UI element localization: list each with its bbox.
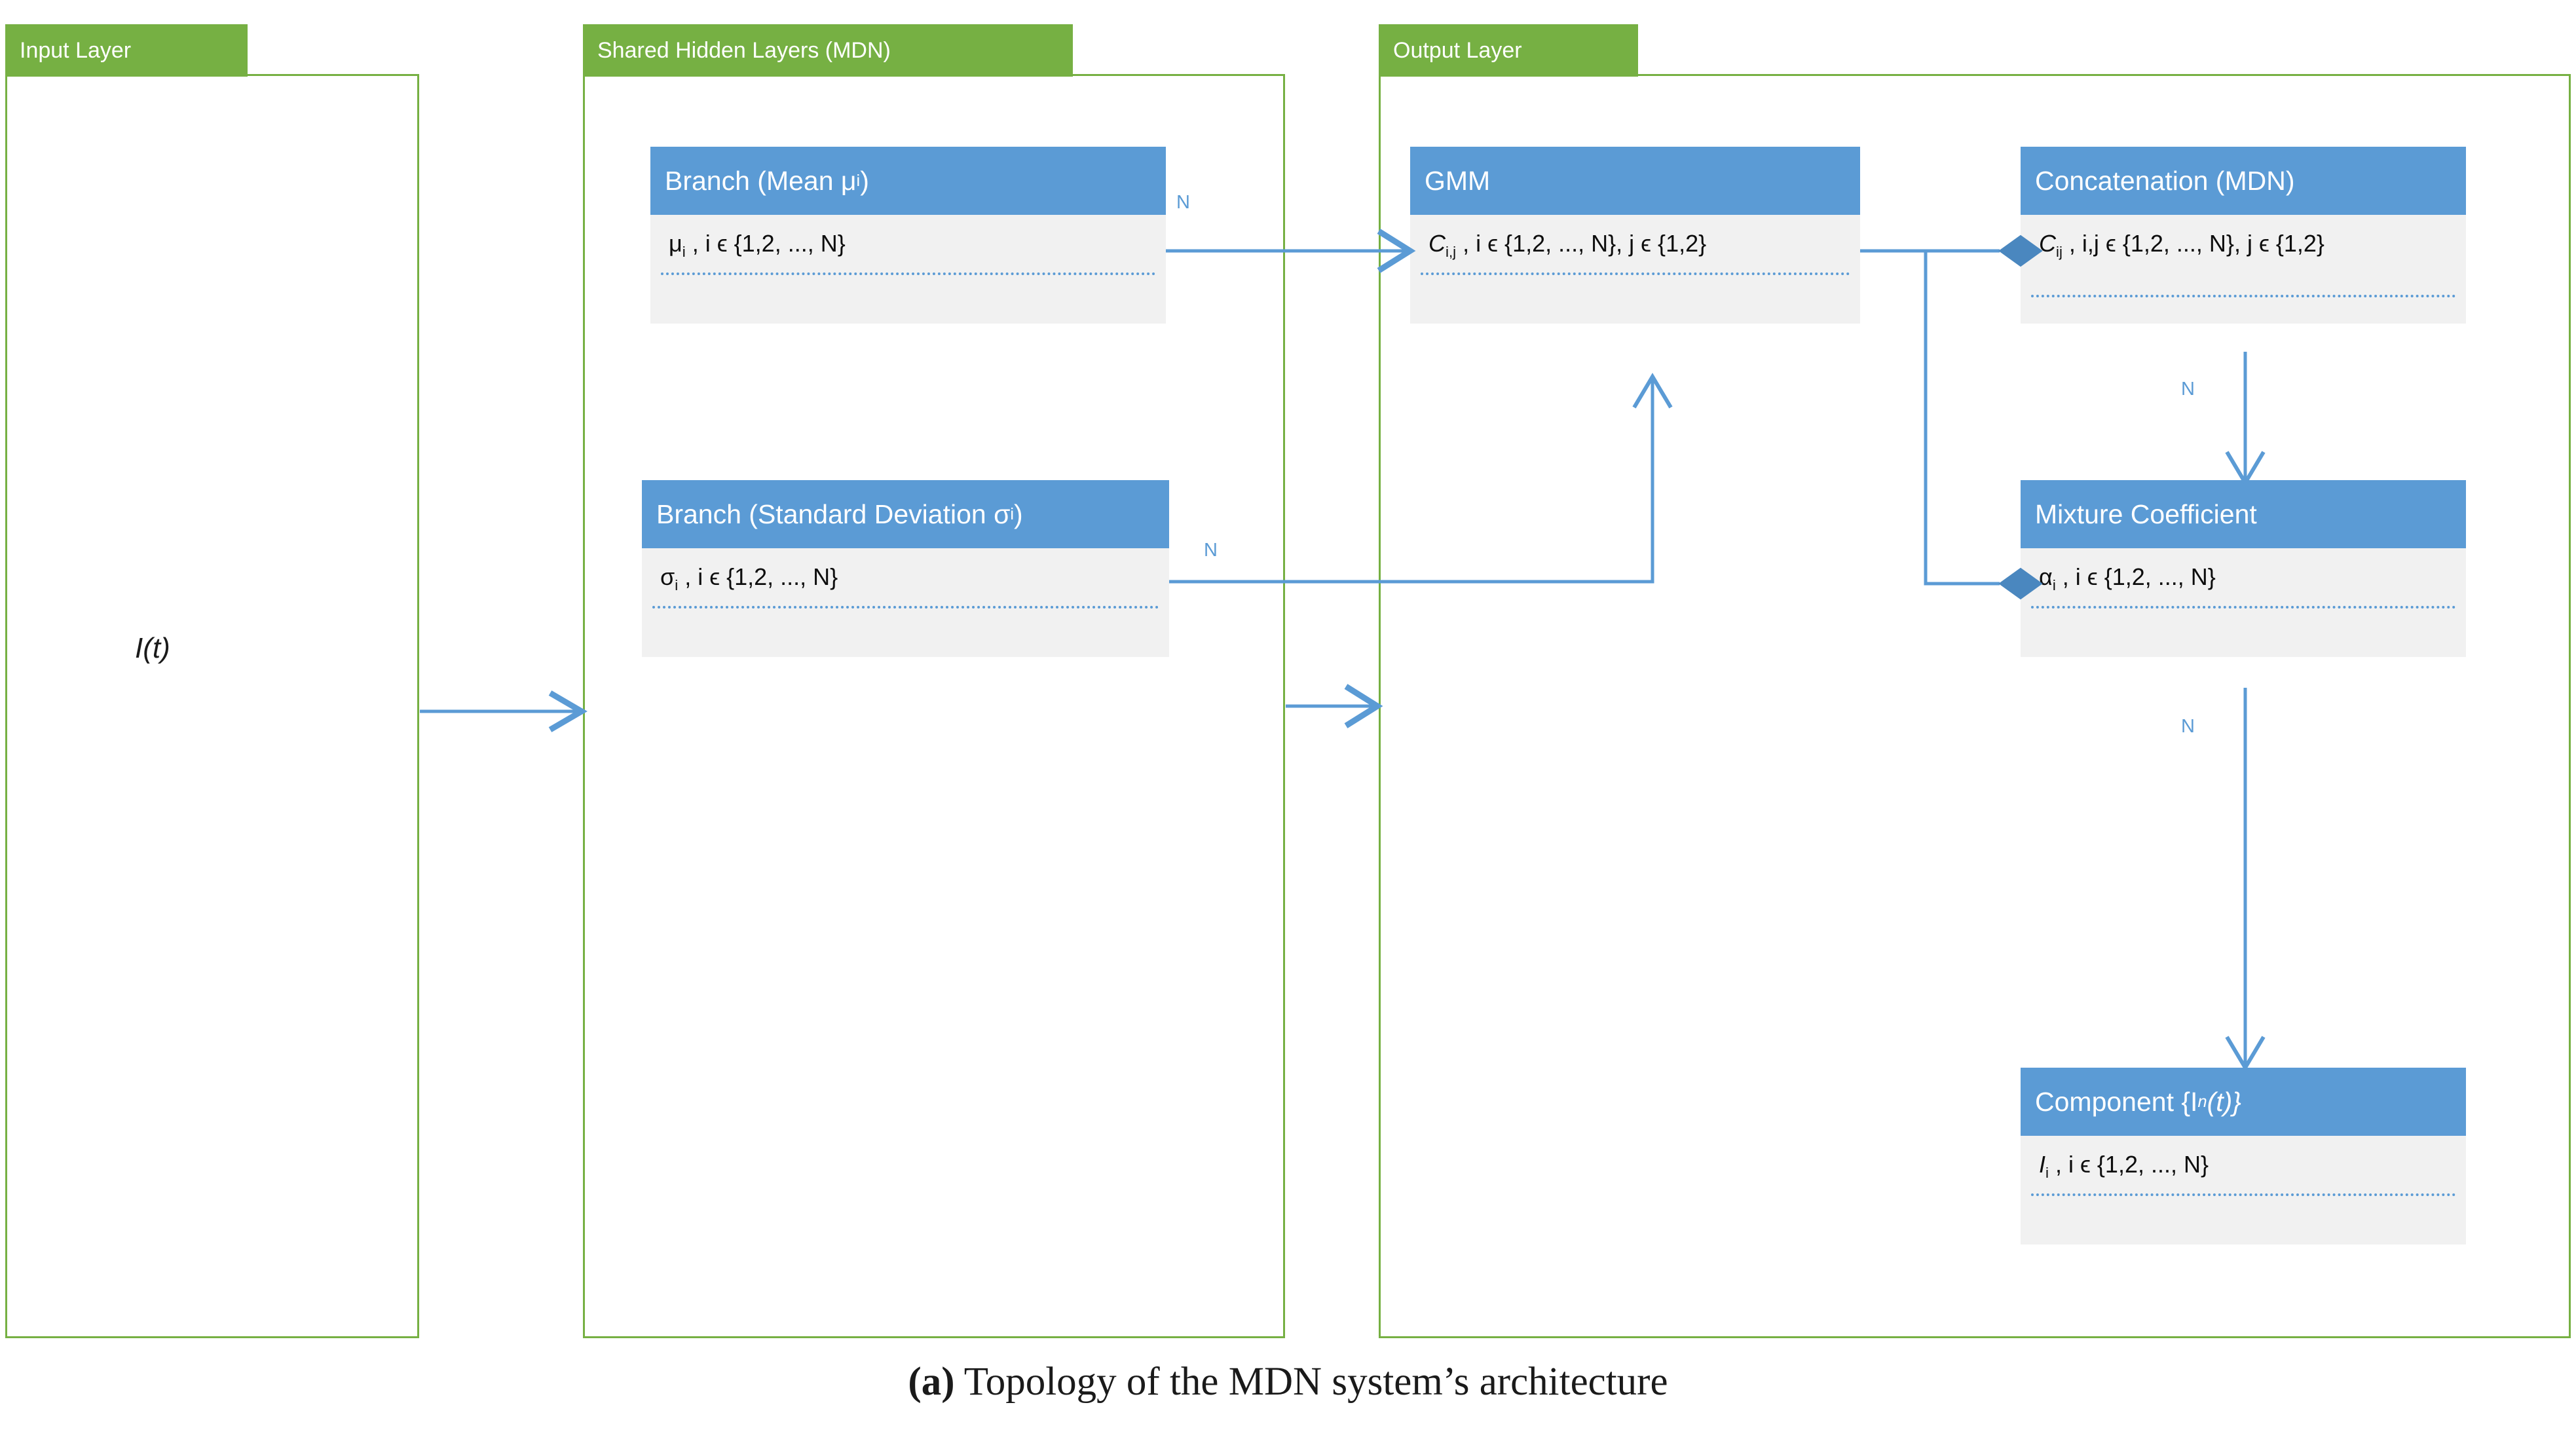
node-concatenation[interactable]: Concatenation (MDN) Cij , i,j ϵ {1,2, ..… (2021, 147, 2466, 324)
figure-caption-text: Topology of the MDN system’s architectur… (954, 1360, 1668, 1404)
node-branch-mean-body-post: , i ϵ {1,2, ..., N} (685, 230, 846, 257)
node-branch-std-title-pre: Branch (Standard Deviation σ (656, 498, 1011, 529)
node-concatenation-body-pre: C (2039, 230, 2056, 257)
figure-caption-label: (a) (908, 1360, 955, 1404)
node-component-body-post: , i ϵ {1,2, ..., N} (2048, 1151, 2209, 1178)
node-mixture-coefficient-header: Mixture Coefficient (2021, 480, 2466, 548)
node-component-divider (2031, 1193, 2455, 1196)
node-component-body: Ii , i ϵ {1,2, ..., N} (2021, 1136, 2466, 1245)
node-concatenation-body-sub: ij (2056, 244, 2063, 261)
node-mixture-coefficient-body-text: αi , i ϵ {1,2, ..., N} (2021, 548, 2466, 593)
node-branch-std-body-post: , i ϵ {1,2, ..., N} (678, 563, 838, 590)
node-gmm-body-post: , i ϵ {1,2, ..., N}, j ϵ {1,2} (1456, 230, 1707, 257)
node-component-title-post: (t)} (2207, 1086, 2241, 1117)
node-gmm-header: GMM (1410, 147, 1860, 215)
node-component-title-pre: Component {I (2035, 1086, 2198, 1117)
node-branch-std-body-sub: i (675, 577, 679, 594)
edge-label-std-to-gmm: N (1204, 540, 1218, 561)
node-gmm-divider (1421, 272, 1850, 275)
group-label-shared-hidden-layers: Shared Hidden Layers (MDN) (583, 24, 1073, 77)
group-input-layer (5, 74, 419, 1338)
arrowhead-shared-to-output (1344, 684, 1383, 728)
node-component-body-pre: I (2039, 1151, 2046, 1178)
node-gmm-body-sub: i,j (1446, 244, 1457, 261)
node-branch-std-title-post: ) (1014, 498, 1023, 529)
node-gmm[interactable]: GMM Ci,j , i ϵ {1,2, ..., N}, j ϵ {1,2} (1410, 147, 1860, 324)
input-signal-formula: I(t) (135, 632, 170, 664)
node-mixture-coefficient-body-pre: α (2039, 563, 2053, 590)
node-mixture-coefficient-body-post: , i ϵ {1,2, ..., N} (2055, 563, 2216, 590)
node-mixture-coefficient-divider (2031, 606, 2455, 609)
node-concatenation-body-text: Cij , i,j ϵ {1,2, ..., N}, j ϵ {1,2} (2021, 215, 2466, 259)
node-mixture-coefficient-title: Mixture Coefficient (2035, 498, 2257, 529)
node-concatenation-divider (2031, 295, 2455, 297)
node-gmm-body-pre: C (1428, 230, 1446, 257)
edge-label-mean-to-gmm: N (1176, 192, 1190, 213)
node-branch-std-body-pre: σ (660, 563, 675, 590)
node-branch-std-body-text: σi , i ϵ {1,2, ..., N} (642, 548, 1169, 593)
group-label-input-layer: Input Layer (5, 24, 248, 77)
node-gmm-title: GMM (1425, 165, 1491, 196)
node-branch-mean-body-pre: μ (669, 230, 682, 257)
group-label-output-layer: Output Layer (1379, 24, 1638, 77)
node-mixture-coefficient-body: αi , i ϵ {1,2, ..., N} (2021, 548, 2466, 657)
node-component-body-sub: i (2045, 1165, 2049, 1182)
edge-label-mixture-to-component: N (2181, 716, 2195, 737)
node-gmm-body-text: Ci,j , i ϵ {1,2, ..., N}, j ϵ {1,2} (1410, 215, 1860, 259)
node-branch-mean-body-text: μi , i ϵ {1,2, ..., N} (650, 215, 1166, 259)
node-concatenation-title: Concatenation (MDN) (2035, 165, 2295, 196)
node-branch-mean-body: μi , i ϵ {1,2, ..., N} (650, 215, 1166, 324)
node-branch-std-body: σi , i ϵ {1,2, ..., N} (642, 548, 1169, 657)
edge-label-concat-to-mixture: N (2181, 379, 2195, 400)
node-branch-mean-title-pre: Branch (Mean μ (665, 165, 857, 196)
node-concatenation-header: Concatenation (MDN) (2021, 147, 2466, 215)
node-branch-std-divider (652, 606, 1159, 609)
arrowhead-input-to-shared (548, 690, 588, 732)
node-branch-mean-body-sub: i (682, 244, 686, 261)
figure-caption: (a) Topology of the MDN system’s archite… (0, 1359, 2576, 1405)
node-mixture-coefficient-body-sub: i (2052, 577, 2056, 594)
node-branch-mean-title-post: ) (860, 165, 869, 196)
node-branch-mean-divider (661, 272, 1155, 275)
node-gmm-body: Ci,j , i ϵ {1,2, ..., N}, j ϵ {1,2} (1410, 215, 1860, 324)
node-concatenation-body-post: , i,j ϵ {1,2, ..., N}, j ϵ {1,2} (2062, 230, 2324, 257)
node-concatenation-body: Cij , i,j ϵ {1,2, ..., N}, j ϵ {1,2} (2021, 215, 2466, 324)
node-mixture-coefficient[interactable]: Mixture Coefficient αi , i ϵ {1,2, ..., … (2021, 480, 2466, 657)
node-component-body-text: Ii , i ϵ {1,2, ..., N} (2021, 1136, 2466, 1180)
